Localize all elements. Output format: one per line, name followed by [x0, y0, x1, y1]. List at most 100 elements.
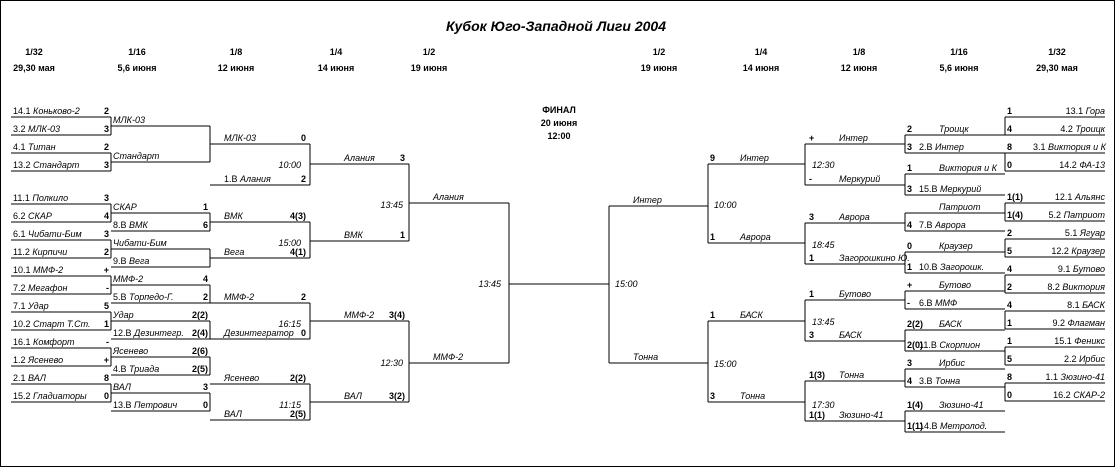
- team-score: 1(4): [1007, 210, 1024, 220]
- team-score: +: [907, 280, 913, 290]
- team-name: ММФ-2: [433, 352, 464, 362]
- team-name: Кирпичи: [32, 247, 68, 257]
- match-time: 13:45: [812, 317, 835, 327]
- team-entry: ВАЛ: [224, 409, 242, 420]
- team-score: 6: [202, 220, 208, 230]
- team-name: ММФ-2: [113, 274, 144, 284]
- team-entry: 1.В Алания: [224, 174, 271, 185]
- round-header-right: 1/8: [852, 47, 866, 57]
- team-score: 0: [1007, 160, 1013, 170]
- team-score: 1: [809, 289, 815, 299]
- team-score: 3: [103, 193, 109, 203]
- team-score: 0: [103, 391, 109, 401]
- team-name: Тонна: [839, 370, 865, 380]
- team-name: Ирбис: [1078, 354, 1105, 364]
- team-name: ММФ-2: [344, 310, 375, 320]
- team-score: -: [907, 298, 910, 308]
- team-entry: Троицк: [939, 124, 969, 135]
- team-name: СКАР: [28, 211, 52, 221]
- seed-label: 13.2: [13, 160, 34, 170]
- team-score: 4(1): [289, 247, 306, 257]
- team-name: Полкило: [32, 193, 69, 203]
- team-score: 4: [202, 274, 208, 284]
- team-entry: 6.В ММФ: [919, 298, 957, 309]
- team-score: 2(0): [907, 340, 924, 350]
- team-score: 2: [103, 142, 109, 152]
- round-date-right: 14 июня: [742, 63, 780, 73]
- team-entry: 12.В Дезинтегр.: [113, 328, 184, 339]
- team-name: МЛК-03: [28, 124, 60, 134]
- team-entry: ММФ-2: [113, 274, 143, 285]
- team-score: 2: [103, 106, 109, 116]
- team-entry: ММФ-2: [224, 292, 254, 303]
- team-name: Петрович: [134, 400, 178, 410]
- team-entry: 10.В Загорошк.: [919, 262, 984, 273]
- seed-label: 15.2: [13, 391, 34, 401]
- team-score: 3: [103, 160, 109, 170]
- team-name: Виктория и К: [1048, 142, 1106, 152]
- team-name: Аврора: [740, 232, 771, 242]
- team-name: Зюзино-41: [839, 410, 884, 420]
- round-date-right: 29,30 мая: [1036, 63, 1078, 73]
- team-entry: Стандарт: [113, 151, 159, 162]
- team-score: 2: [202, 292, 208, 302]
- team-entry: 10.1 ММФ-2: [13, 265, 63, 276]
- team-name: Феникс: [1074, 336, 1105, 346]
- team-name: Удар: [113, 310, 134, 320]
- seed-label: 12.В: [113, 328, 135, 338]
- match-time: 13:45: [478, 279, 501, 289]
- team-entry: 7.2 Мегафон: [13, 283, 67, 294]
- team-name: Тонна: [633, 352, 659, 362]
- match-time: 11:15: [279, 400, 301, 410]
- team-name: ВМК: [344, 230, 363, 240]
- seed-label: 6.В: [919, 298, 936, 308]
- round-header-left: 1/8: [229, 47, 243, 57]
- team-entry: 11.В Скорпион: [919, 340, 980, 351]
- round-header-left: 1/16: [128, 47, 146, 57]
- team-name: Чибати-Бим: [28, 229, 82, 239]
- team-name: Зюзино-41: [1060, 372, 1105, 382]
- seed-label: 2.1: [13, 373, 29, 383]
- team-name: БАСК: [740, 310, 763, 320]
- team-score: 4: [103, 211, 109, 221]
- team-entry: 14.2 ФА-13: [1033, 160, 1105, 171]
- seed-label: 8.1: [1067, 300, 1083, 310]
- team-name: Торпедо-Г.: [129, 292, 174, 302]
- team-entry: 3.В Тонна: [919, 376, 960, 387]
- seed-label: 13.В: [113, 400, 135, 410]
- team-entry: 2.В Интер: [919, 142, 964, 153]
- seed-label: 6.2: [13, 211, 29, 221]
- team-entry: Ясенево: [113, 346, 148, 357]
- team-name: Краузер: [1071, 246, 1105, 256]
- team-name: ВАЛ: [344, 391, 362, 401]
- team-score: 2(2): [289, 373, 306, 383]
- round-header-left: 1/2: [422, 47, 436, 57]
- team-entry: ВМК: [224, 211, 243, 222]
- seed-label: 9.2: [1052, 318, 1068, 328]
- team-entry: 5.2 Патриот: [1033, 210, 1105, 221]
- team-name: ММФ-2: [224, 292, 255, 302]
- seed-label: 11.1: [13, 193, 33, 203]
- seed-label: 8.2: [1047, 282, 1063, 292]
- team-score: 1: [809, 253, 815, 263]
- seed-label: 1.1: [1045, 372, 1061, 382]
- seed-label: 14.1: [13, 106, 34, 116]
- team-score: 9: [710, 153, 716, 163]
- team-name: ММФ-2: [33, 265, 64, 275]
- final-time: 12:00: [547, 131, 571, 141]
- team-name: Алания: [344, 153, 375, 163]
- team-entry: 11.1 Полкило: [13, 193, 68, 204]
- team-score: 1: [1007, 336, 1013, 346]
- team-entry: 16.1 Комфорт: [13, 337, 75, 348]
- seed-label: 8.В: [113, 220, 130, 230]
- match-time: 16:15: [278, 319, 301, 329]
- team-entry: 8.2 Виктория: [1033, 282, 1105, 293]
- team-score: 3: [202, 382, 208, 392]
- team-entry: 1.1 Зюзино-41: [1033, 372, 1105, 383]
- team-name: Интер: [935, 142, 964, 152]
- seed-label: 6.1: [13, 229, 29, 239]
- seed-label: 4.1: [13, 142, 29, 152]
- team-name: Троицк: [1075, 124, 1105, 134]
- team-entry: Патриот: [939, 202, 980, 213]
- team-entry: 7.1 Удар: [13, 301, 49, 312]
